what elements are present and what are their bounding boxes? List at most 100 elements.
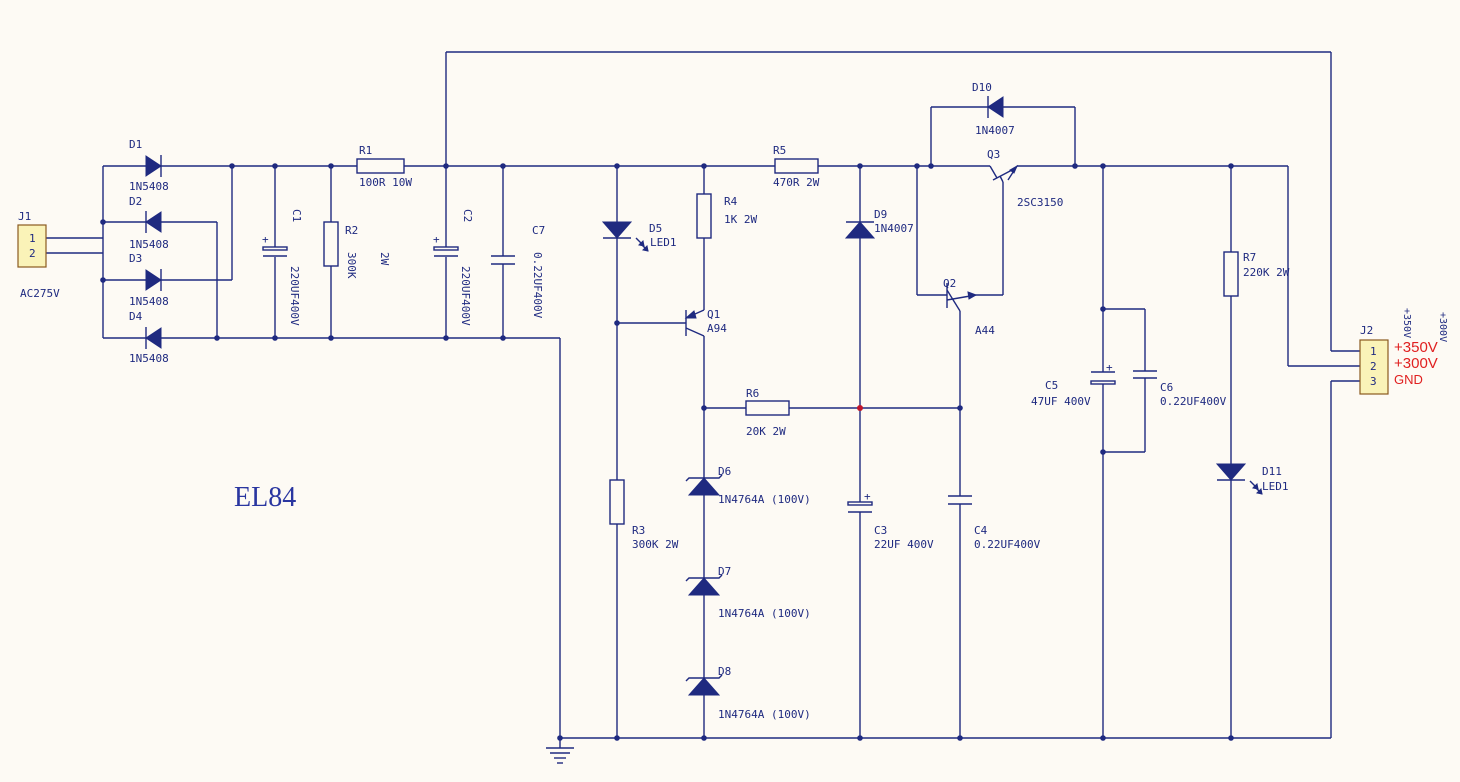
c3-plus: + — [864, 490, 871, 503]
r5-value: 470R 2W — [773, 176, 820, 189]
q3-ref: Q3 — [987, 148, 1000, 161]
d6-ref: D6 — [718, 465, 731, 478]
d6-value: 1N4764A (100V) — [718, 493, 811, 506]
capacitor-c6: C6 0.22UF400V — [1133, 370, 1227, 408]
c1-ref: C1 — [290, 209, 303, 222]
diode-d9: D9 1N4007 — [844, 208, 914, 239]
diode-d3: D3 1N5408 — [129, 252, 169, 308]
d8-ref: D8 — [718, 665, 731, 678]
j2-pin-3: 3 — [1370, 375, 1377, 388]
diode-d4: D4 1N5408 — [129, 310, 169, 365]
r7-value: 220K 2W — [1243, 266, 1290, 279]
d3-value: 1N5408 — [129, 295, 169, 308]
c5-plus: + — [1106, 361, 1113, 374]
r4-value: 1K 2W — [724, 213, 757, 226]
c4-value: 0.22UF400V — [974, 538, 1041, 551]
led-d5: D5 LED1 — [601, 221, 677, 252]
c3-ref: C3 — [874, 524, 887, 537]
j1-label: AC275V — [20, 287, 60, 300]
d11-ref: D11 — [1262, 465, 1282, 478]
c2-value: 220UF400V — [459, 266, 472, 326]
transistor-q1: Q1 A94 — [684, 308, 727, 337]
diode-d10: D10 1N4007 — [972, 81, 1015, 137]
q3-value: 2SC3150 — [1017, 196, 1063, 209]
r7-ref: R7 — [1243, 251, 1256, 264]
c7-value: 0.22UF400V — [531, 252, 544, 319]
r4-ref: R4 — [724, 195, 738, 208]
d5-ref: D5 — [649, 222, 662, 235]
diode-d1: D1 1N5408 — [129, 138, 169, 193]
j2-pin-1: 1 — [1370, 345, 1377, 358]
r6-value: 20K 2W — [746, 425, 786, 438]
connector-j1: J1 1 2 AC275V — [17, 210, 60, 300]
d10-value: 1N4007 — [975, 124, 1015, 137]
c7-ref: C7 — [532, 224, 545, 237]
q2-ref: Q2 — [943, 277, 956, 290]
zener-d7: D7 1N4764A (100V) — [685, 565, 811, 620]
resistor-r2: R2 300K 2W — [323, 221, 391, 279]
c2-ref: C2 — [461, 209, 474, 222]
j1-pin-1: 1 — [29, 232, 36, 245]
d3-ref: D3 — [129, 252, 142, 265]
junctions — [100, 163, 1234, 741]
d9-ref: D9 — [874, 208, 887, 221]
capacitor-c2: + C2 220UF400V — [433, 209, 474, 326]
led-d11: D11 LED1 — [1215, 463, 1289, 495]
transistor-q3: Q3 2SC3150 — [987, 148, 1063, 209]
d2-value: 1N5408 — [129, 238, 169, 251]
capacitor-c1: + C1 220UF400V — [262, 209, 303, 326]
j2-side-bottom: +300V — [1437, 312, 1448, 342]
d1-ref: D1 — [129, 138, 142, 151]
c5-ref: C5 — [1045, 379, 1058, 392]
c1-value: 220UF400V — [288, 266, 301, 326]
r2-value: 300K — [345, 252, 358, 279]
diode-d2: D2 1N5408 — [129, 195, 169, 251]
resistor-r6: R6 20K 2W — [745, 387, 790, 438]
d7-value: 1N4764A (100V) — [718, 607, 811, 620]
capacitor-c7: C7 0.22UF400V — [491, 224, 545, 319]
r5-ref: R5 — [773, 144, 786, 157]
connector-j2: J2 1 2 3 +350V +300V GND +350V +300V — [1359, 308, 1448, 395]
c3-value: 22UF 400V — [874, 538, 934, 551]
resistor-r4: R4 1K 2W — [696, 193, 757, 239]
j2-out-350v: +350V — [1394, 339, 1438, 356]
resistor-r5: R5 470R 2W — [773, 144, 820, 189]
c6-ref: C6 — [1160, 381, 1173, 394]
c1-plus: + — [262, 233, 269, 246]
capacitor-c3: + C3 22UF 400V — [847, 490, 934, 551]
d7-ref: D7 — [718, 565, 731, 578]
j2-out-gnd: GND — [1394, 372, 1423, 387]
d4-value: 1N5408 — [129, 352, 169, 365]
transistor-q2: Q2 A44 — [943, 277, 995, 337]
j1-pin-2: 2 — [29, 247, 36, 260]
d5-value: LED1 — [650, 236, 677, 249]
resistor-r3: R3 300K 2W — [609, 479, 679, 551]
r3-ref: R3 — [632, 524, 645, 537]
d10-ref: D10 — [972, 81, 992, 94]
ground-icon — [546, 738, 574, 764]
r1-ref: R1 — [359, 144, 372, 157]
d11-value: LED1 — [1262, 480, 1289, 493]
zener-d8: D8 1N4764A (100V) — [685, 665, 811, 721]
d2-ref: D2 — [129, 195, 142, 208]
q1-value: A94 — [707, 322, 727, 335]
r3-value: 300K 2W — [632, 538, 679, 551]
r2-extra: 2W — [378, 252, 391, 266]
diagram-title: EL84 — [234, 482, 296, 513]
r6-ref: R6 — [746, 387, 759, 400]
c4-ref: C4 — [974, 524, 988, 537]
c6-value: 0.22UF400V — [1160, 395, 1227, 408]
j2-out-300v: +300V — [1394, 355, 1438, 372]
j2-ref: J2 — [1360, 324, 1373, 337]
q1-ref: Q1 — [707, 308, 720, 321]
d4-ref: D4 — [129, 310, 143, 323]
resistor-r7: R7 220K 2W — [1223, 251, 1290, 297]
d1-value: 1N5408 — [129, 180, 169, 193]
r1-value: 100R 10W — [359, 176, 412, 189]
j2-side-top: +350V — [1401, 308, 1412, 338]
j1-ref: J1 — [18, 210, 31, 223]
c5-value: 47UF 400V — [1031, 395, 1091, 408]
capacitor-c4: C4 0.22UF400V — [948, 495, 1041, 551]
zener-d6: D6 1N4764A (100V) — [685, 465, 811, 506]
